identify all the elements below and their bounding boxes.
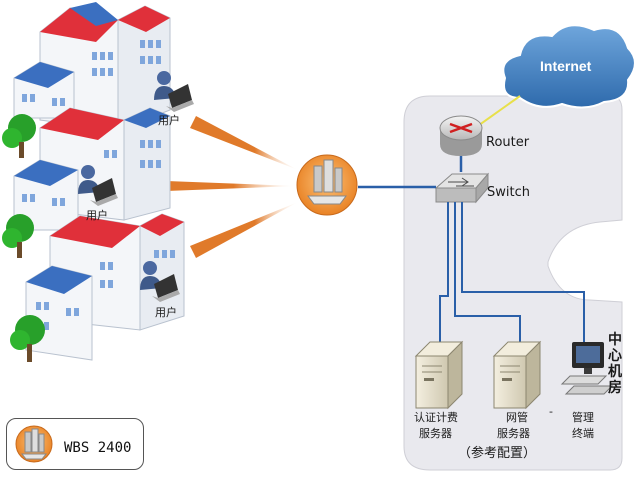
router-internet-link bbox=[474, 95, 521, 129]
tree-icon bbox=[2, 114, 36, 158]
router-icon bbox=[439, 115, 483, 156]
wbs-2400-legend-icon bbox=[15, 425, 53, 463]
laptop-user-icon bbox=[140, 261, 180, 302]
internet-label: Internet bbox=[540, 58, 592, 74]
auth-server-label-line1: 认证计费 bbox=[414, 411, 458, 424]
center-room-char-3: 机 bbox=[608, 363, 622, 380]
wbs-2400-device-icon bbox=[296, 154, 358, 216]
internet-cloud-icon bbox=[502, 24, 636, 109]
router-label: Router bbox=[486, 135, 530, 150]
switch-label: Switch bbox=[487, 185, 530, 200]
center-room-char-4: 房 bbox=[608, 379, 622, 396]
terminal-label-line1: 管理 bbox=[572, 410, 594, 424]
laptop-user-icon bbox=[78, 165, 118, 206]
tree-icon bbox=[10, 315, 45, 362]
user-label-middle: 用户 bbox=[86, 208, 108, 222]
legend-label: WBS 2400 bbox=[64, 440, 132, 456]
wireless-beams bbox=[140, 116, 298, 258]
server-icon bbox=[414, 340, 464, 410]
laptop-user-icon bbox=[154, 71, 194, 112]
nms-server-label-line1: 网管 bbox=[506, 410, 528, 424]
config-caption: （参考配置） bbox=[458, 445, 536, 461]
auth-server-label-line2: 服务器 bbox=[419, 427, 452, 440]
switch-device-links bbox=[439, 202, 585, 342]
nms-server-label-line2: 服务器 bbox=[497, 427, 530, 440]
server-icon bbox=[492, 340, 542, 410]
terminal-label-line2: 终端 bbox=[572, 426, 594, 440]
center-room-char-2: 心 bbox=[608, 348, 622, 364]
tree-icon bbox=[2, 214, 34, 258]
switch-icon bbox=[434, 172, 490, 204]
user-label-top: 用户 bbox=[158, 113, 180, 127]
center-room-char-1: 中 bbox=[608, 331, 622, 348]
dash-mark: - bbox=[549, 405, 553, 418]
user-label-bottom: 用户 bbox=[155, 305, 177, 319]
desktop-terminal-icon bbox=[560, 342, 614, 395]
